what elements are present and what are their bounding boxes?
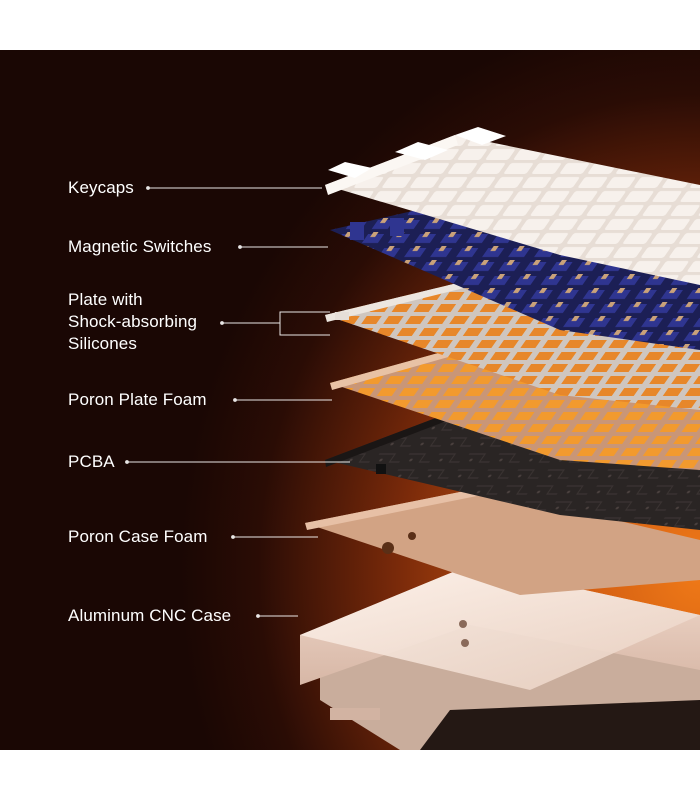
label-plate: Plate with Shock-absorbing Silicones: [68, 290, 198, 353]
poron-case-foam: [305, 488, 700, 595]
keycaps-row: [325, 127, 700, 285]
aluminum-case: [300, 565, 700, 750]
desk-surface: [420, 700, 700, 750]
label-magnetic-switches: Magnetic Switches: [68, 237, 212, 256]
label-poron-plate-foam: Poron Plate Foam: [68, 390, 207, 409]
label-pcba: PCBA: [68, 452, 115, 471]
label-keycaps: Keycaps: [68, 178, 134, 197]
label-poron-case-foam: Poron Case Foam: [68, 527, 208, 546]
keyboard-layers-illustration: [125, 127, 700, 750]
exploded-keyboard-diagram: Keycaps Magnetic Switches Plate with Sho…: [0, 50, 700, 750]
callout-lines: [125, 186, 350, 618]
label-aluminum-case: Aluminum CNC Case: [68, 606, 232, 625]
